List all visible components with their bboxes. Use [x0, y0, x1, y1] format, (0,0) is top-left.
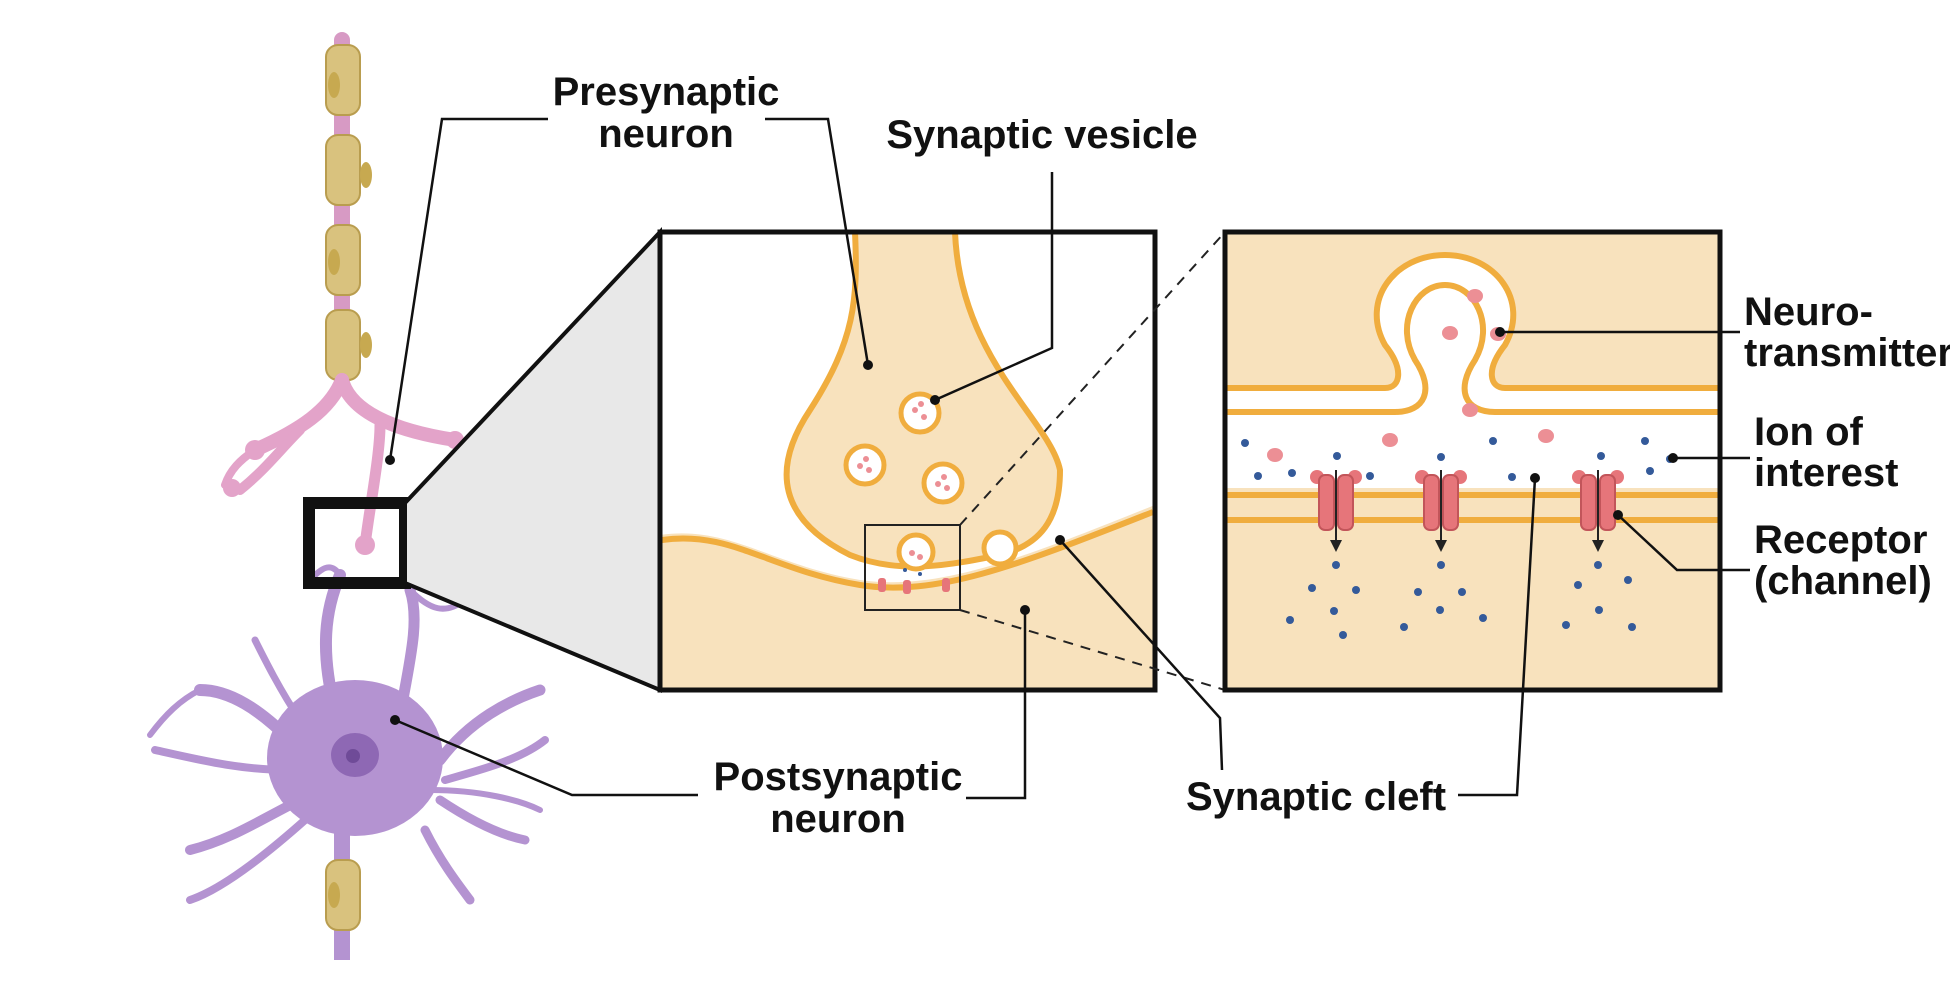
cleft-zoom-box — [864, 524, 961, 611]
label-postsynaptic-neuron-line1: Postsynaptic — [714, 755, 963, 799]
label-ion-of-interest-line2: interest — [1754, 451, 1899, 495]
label-ion-of-interest-line1: Ion of — [1754, 410, 1864, 454]
synaptic-vesicles — [843, 391, 1019, 572]
leader-dots — [385, 327, 1678, 725]
label-synaptic-vesicle: Synaptic vesicle — [886, 113, 1197, 157]
receptor-channels — [1310, 470, 1624, 552]
myelin-sheath-group — [325, 44, 372, 381]
label-presynaptic-neuron-line1: Presynaptic — [553, 70, 780, 114]
ion-particles — [1241, 437, 1674, 639]
small-receptors — [878, 578, 950, 594]
label-synaptic-cleft: Synaptic cleft — [1186, 775, 1446, 819]
synapse-panel — [657, 229, 1158, 693]
label-receptor-line2: (channel) — [1754, 559, 1932, 603]
cleft-detail-panel — [1222, 229, 1723, 693]
postsynaptic-neuron-illustration — [147, 564, 549, 960]
leader-lines — [388, 117, 1750, 800]
label-neurotransmitter-line2: transmitter — [1744, 331, 1950, 375]
label-presynaptic-neuron-line2: neuron — [598, 112, 734, 156]
label-receptor-line1: Receptor — [1754, 518, 1927, 562]
presynaptic-neuron-illustration — [221, 32, 464, 555]
zoom-wedge — [403, 226, 662, 694]
label-postsynaptic-neuron-line2: neuron — [770, 797, 906, 841]
label-neurotransmitter-line1: Neuro- — [1744, 290, 1873, 334]
